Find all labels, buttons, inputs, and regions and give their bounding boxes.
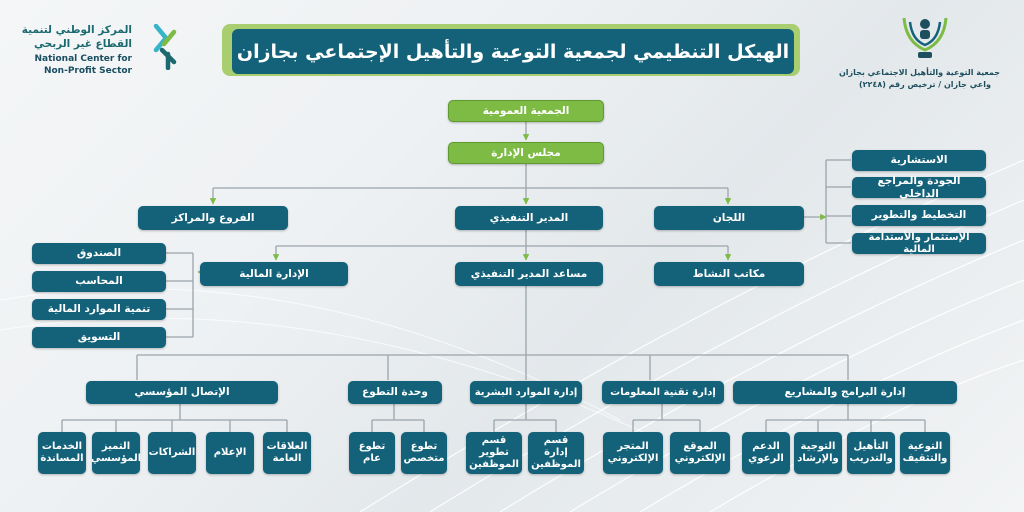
node-accountant: المحاسب xyxy=(32,271,166,292)
node-fund: الصندوق xyxy=(32,243,166,264)
bg-line xyxy=(639,319,1024,512)
ncnps-name-en-2: Non-Profit Sector xyxy=(43,66,132,76)
node-media: الإعلام xyxy=(206,432,254,474)
node-training: التأهيل والتدريب xyxy=(847,432,895,474)
node-planning: التخطيط والتطوير xyxy=(852,205,986,226)
association-license: واعي جازان / ترخيص رقم (٢٢٤٨) xyxy=(859,80,991,89)
node-quality: الجودة والمراجع الداخلي xyxy=(852,175,986,200)
node-it: إدارة تقنية المعلومات xyxy=(602,381,724,404)
node-ceo: المدير التنفيذي xyxy=(455,206,603,230)
node-staff-admin: قسم إدارة الموظفين xyxy=(528,432,584,474)
ncnps-name-ar-2: القطاع غير الربحي xyxy=(34,38,132,50)
node-fin-resources: تنمية الموارد المالية xyxy=(32,299,166,320)
node-partnerships: الشراكات xyxy=(148,432,196,474)
node-hr: إدارة الموارد البشرية xyxy=(470,381,582,404)
association-name: جمعية التوعية والتأهيل الاجتماعي بجازان xyxy=(838,68,1000,77)
node-vol-specialized: تطوع متخصص xyxy=(401,432,447,474)
bg-line xyxy=(709,359,1024,512)
node-activity-offices: مكاتب النشاط xyxy=(654,262,804,286)
awareness-association-logo-icon xyxy=(902,17,948,58)
node-committees: اللجان xyxy=(654,206,804,230)
node-guidance: التوجية والإرشاد xyxy=(794,432,842,474)
node-inst-excellence: التميز المؤسسي xyxy=(91,432,141,474)
node-care-support: الدعم الرعوي xyxy=(742,432,790,474)
node-awareness: التوعية والتثقيف xyxy=(900,432,950,474)
association-logo: جمعية التوعية والتأهيل الاجتماعي بجازان … xyxy=(838,12,1000,92)
node-asst-ceo: مساعد المدير التنفيذي xyxy=(455,262,603,286)
node-website: الموقع الإلكتروني xyxy=(670,432,730,474)
ncnps-logo: المركز الوطني لتنمية القطاع غير الربحي N… xyxy=(22,22,177,84)
node-branches: الفروع والمراكز xyxy=(138,206,288,230)
node-fin-admin: الإدارة المالية xyxy=(200,262,348,286)
node-investment: الإستثمار والأستدامة المالية xyxy=(852,232,986,255)
node-public-relations: العلاقات العامة xyxy=(263,432,311,474)
node-e-store: المتجر الإلكتروني xyxy=(603,432,663,474)
node-inst-comm: الإتصال المؤسسي xyxy=(86,381,278,404)
node-volunteer-unit: وحدة التطوع xyxy=(348,381,442,404)
ncnps-arrows-logo-icon xyxy=(153,24,177,70)
node-support-services: الخدمات المساندة xyxy=(38,432,86,474)
node-general-assembly: الجمعية العمومية xyxy=(448,100,604,122)
page-title: الهيكل التنظيمي لجمعية التوعية والتأهيل … xyxy=(232,29,794,74)
node-marketing: التسويق xyxy=(32,327,166,348)
ncnps-name-en-1: National Center for xyxy=(34,54,132,64)
node-programs: إدارة البرامج والمشاريع xyxy=(733,381,957,404)
bg-line xyxy=(359,159,1024,512)
ncnps-name-ar-1: المركز الوطني لتنمية xyxy=(21,24,132,36)
node-board: مجلس الإدارة xyxy=(448,142,604,164)
node-advisory: الاستشارية xyxy=(852,150,986,171)
node-staff-dev: قسم تطوير الموظفين xyxy=(466,432,522,474)
node-vol-general: تطوع عام xyxy=(349,432,395,474)
